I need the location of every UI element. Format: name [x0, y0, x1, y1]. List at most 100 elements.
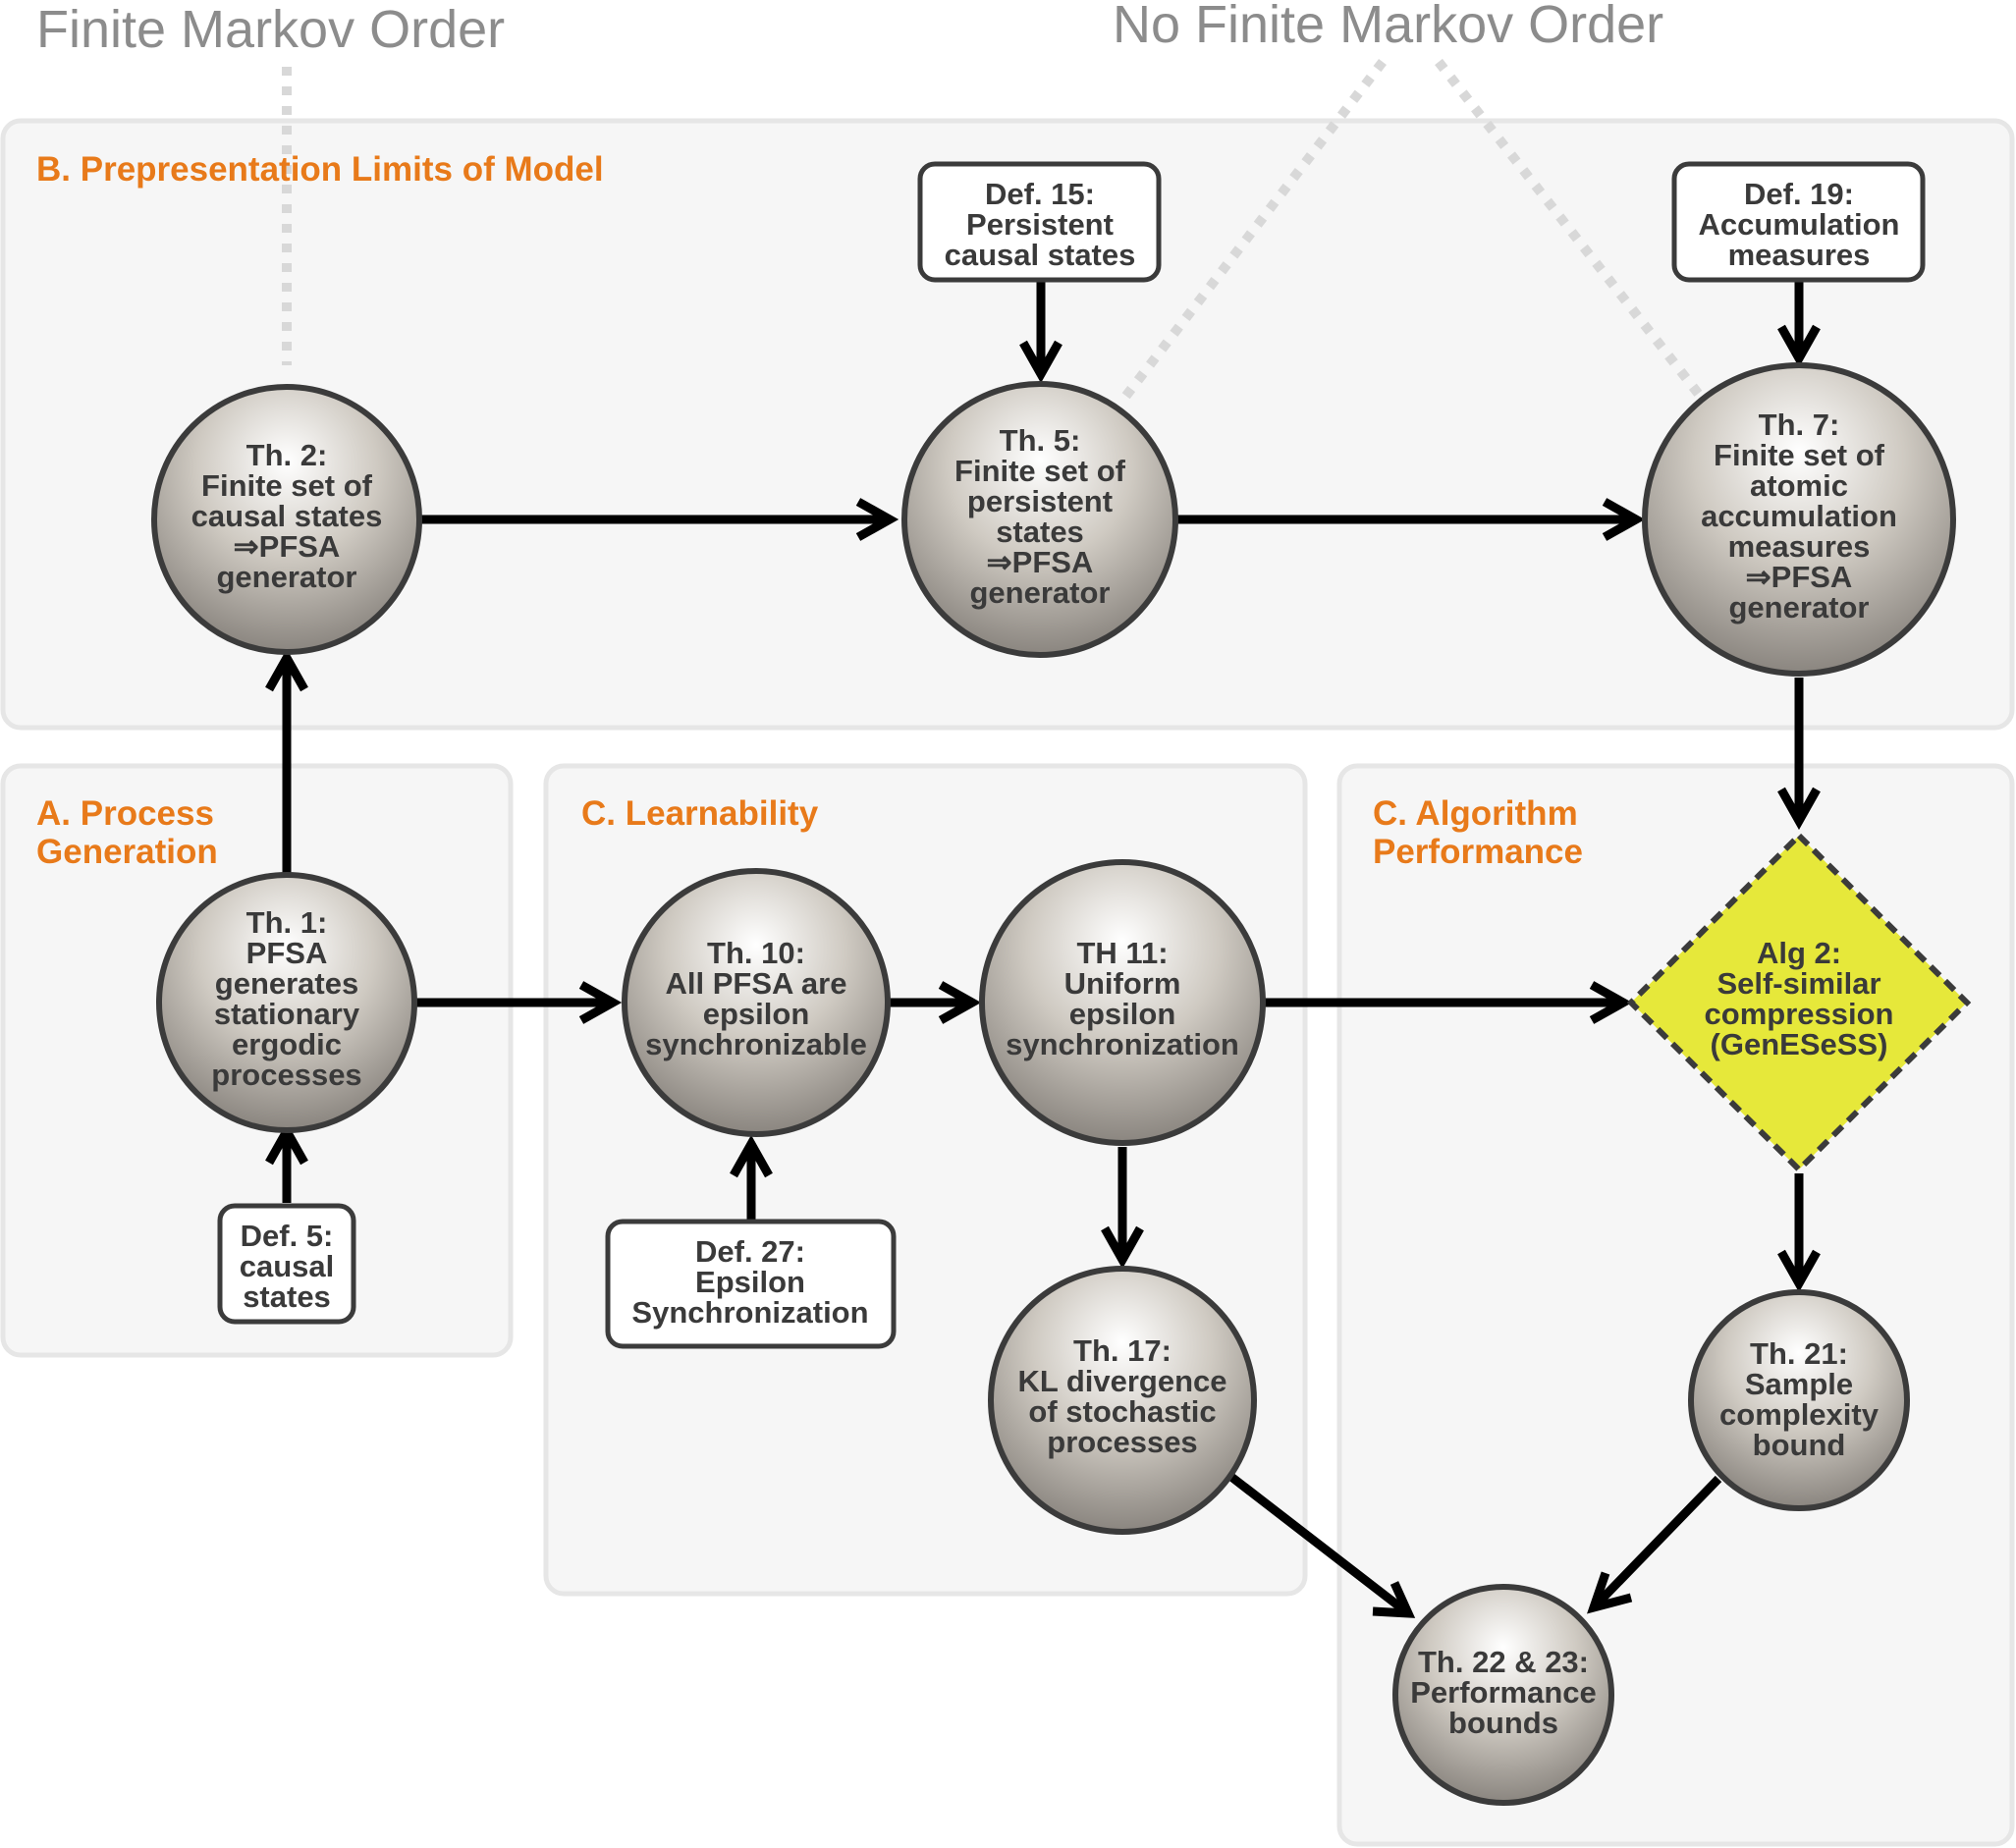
- th1-line: stationary: [214, 997, 360, 1031]
- def5-line: states: [243, 1279, 331, 1314]
- section-c-learnability-title: C. Learnability: [581, 794, 819, 833]
- arrowhead-icon: [1101, 1225, 1144, 1270]
- arrowhead-icon: [855, 498, 899, 541]
- def27-line: Def. 27:: [695, 1234, 805, 1269]
- arrowhead-icon: [265, 648, 308, 692]
- th5-line: ⇒PFSA: [987, 545, 1094, 579]
- th2-line: causal states: [191, 499, 383, 533]
- th11-line: Uniform: [1064, 966, 1181, 1001]
- th1-line: ergodic: [232, 1027, 342, 1061]
- arrowhead-icon: [1602, 498, 1646, 541]
- th17-node: [988, 1266, 1257, 1535]
- th7-line: atomic: [1750, 468, 1848, 503]
- th2-line: generator: [217, 560, 357, 594]
- arrowhead-icon: [1589, 981, 1633, 1024]
- th1-line: Th. 1:: [246, 905, 328, 940]
- th22-node: [1392, 1584, 1614, 1806]
- th22-line: bounds: [1448, 1706, 1558, 1740]
- th7-line: Finite set of: [1714, 438, 1885, 472]
- th21-line: bound: [1753, 1428, 1846, 1462]
- th5-line: Th. 5:: [1000, 423, 1081, 458]
- no-finite-order-guide-left: [1118, 58, 1387, 405]
- th1-line: processes: [211, 1058, 361, 1092]
- arrowhead-icon: [1777, 787, 1821, 831]
- section-b-title: B. Prepresentation Limits of Model: [36, 150, 604, 189]
- th5-line: Finite set of: [954, 454, 1126, 488]
- th7-line: measures: [1728, 529, 1871, 564]
- th10-line: Th. 10:: [707, 936, 805, 970]
- section-a-line: Generation: [36, 833, 218, 871]
- th10-line: All PFSA are: [666, 966, 847, 1001]
- th11-node: [979, 859, 1266, 1146]
- section-c-learnability-line: C. Learnability: [581, 794, 819, 833]
- def19-line: Accumulation: [1699, 207, 1900, 242]
- th21-line: Th. 21:: [1750, 1336, 1848, 1371]
- def5-box: [217, 1203, 356, 1325]
- caption-finite-markov-order: Finite Markov Order: [36, 0, 505, 59]
- alg2-diamond: [1626, 831, 1972, 1174]
- th11-line: TH 11:: [1076, 936, 1168, 970]
- edge-th17-to-th22: [1228, 1473, 1411, 1617]
- edges: [265, 282, 1821, 1618]
- th17-line: processes: [1047, 1425, 1197, 1459]
- def27-line: Synchronization: [631, 1295, 868, 1330]
- th10-line: epsilon: [703, 997, 810, 1031]
- def5-line: Def. 5:: [241, 1219, 334, 1253]
- def19-line: measures: [1728, 238, 1871, 272]
- th2-line: Finite set of: [201, 468, 373, 503]
- th7-line: accumulation: [1701, 499, 1897, 533]
- def19-line: Def. 19:: [1744, 177, 1854, 211]
- th5-node: [901, 381, 1178, 658]
- th17-line: KL divergence: [1017, 1364, 1226, 1398]
- section-c-performance-line: Performance: [1373, 833, 1583, 871]
- alg2-line: compression: [1705, 997, 1894, 1031]
- th7-node: [1642, 362, 1956, 677]
- def15-box: [917, 161, 1162, 283]
- th17-line: Th. 17:: [1073, 1333, 1171, 1368]
- th7-line: Th. 7:: [1759, 408, 1840, 442]
- caption-no-finite-markov-order: No Finite Markov Order: [1113, 0, 1663, 54]
- arrowhead-icon: [1019, 340, 1062, 384]
- alg2-line: (GenESeSS): [1711, 1027, 1888, 1061]
- arrowhead-icon: [1372, 1581, 1416, 1618]
- def27-line: Epsilon: [695, 1265, 805, 1299]
- th22-line: Th. 22 & 23:: [1418, 1645, 1589, 1679]
- def15-line: causal states: [945, 238, 1136, 272]
- alg2-line: Self-similar: [1716, 966, 1880, 1001]
- arrowhead-icon: [1777, 1249, 1821, 1293]
- arrowhead-icon: [938, 981, 982, 1024]
- th1-line: PFSA: [246, 936, 328, 970]
- th2-line: Th. 2:: [246, 438, 328, 472]
- section-a-line: A. Process: [36, 794, 214, 833]
- def15-line: Def. 15:: [985, 177, 1095, 211]
- th2-node: [151, 384, 422, 655]
- th5-line: persistent: [967, 484, 1113, 518]
- th21-line: complexity: [1719, 1397, 1880, 1432]
- th1-node: [156, 872, 417, 1133]
- th2-line: ⇒PFSA: [234, 529, 341, 564]
- no-finite-order-guide-right: [1435, 58, 1708, 405]
- arrowhead-icon: [1587, 1571, 1633, 1614]
- arrowhead-icon: [1777, 324, 1821, 368]
- th7-line: generator: [1729, 590, 1870, 625]
- th10-node: [622, 868, 891, 1137]
- def27-box: [605, 1219, 897, 1349]
- def15-line: Persistent: [966, 207, 1114, 242]
- def5-line: causal: [240, 1249, 335, 1283]
- section-b-line: B. Prepresentation Limits of Model: [36, 150, 604, 189]
